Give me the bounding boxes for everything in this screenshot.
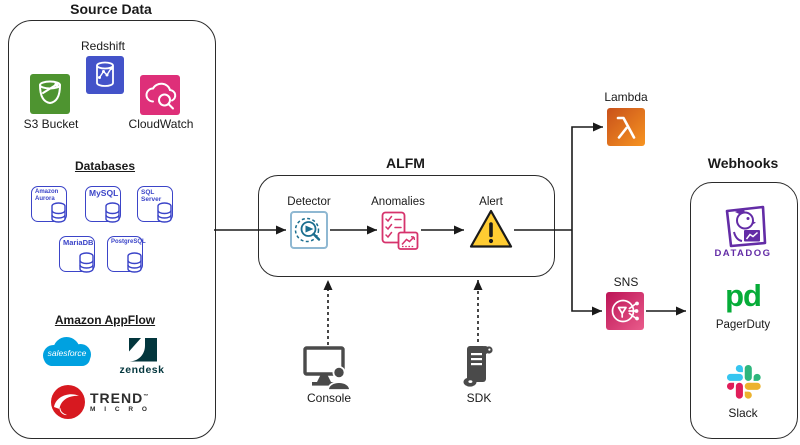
s3-bucket-icon — [30, 74, 70, 114]
sdk-label: SDK — [466, 391, 492, 405]
datadog-logo-icon — [725, 205, 767, 248]
mysql-icon: MySQL — [85, 186, 121, 223]
alert-label: Alert — [479, 196, 503, 208]
sdk-icon — [463, 346, 493, 387]
anomalies-label: Anomalies — [371, 196, 425, 208]
zendesk-label: zendesk — [119, 364, 165, 376]
sql-server-label: SQL Server — [141, 189, 162, 204]
pagerduty-logo-mark: pd — [725, 278, 762, 313]
cloudwatch-icon — [140, 75, 180, 115]
salesforce-label: salesforce — [47, 348, 87, 358]
alfm-box — [258, 175, 555, 277]
detector-icon — [290, 211, 328, 249]
console-icon — [303, 346, 351, 390]
detector-label: Detector — [287, 196, 331, 208]
amazon-aurora-label: Amazon Aurora — [35, 189, 59, 202]
pagerduty-label: PagerDuty — [715, 319, 771, 331]
alfm-title: ALFM — [386, 155, 425, 171]
redshift-icon — [86, 56, 124, 94]
console-label: Console — [306, 391, 352, 405]
trend-micro-logo-icon — [51, 385, 85, 419]
lambda-icon — [607, 108, 645, 146]
mariadb-icon: MariaDB — [59, 236, 95, 273]
trend-micro-wordmark: TREND™ M I C R O — [90, 390, 151, 413]
s3-bucket-label: S3 Bucket — [23, 117, 79, 131]
mariadb-label: MariaDB — [63, 238, 94, 247]
postgresql-icon: PostgreSQL — [107, 236, 146, 273]
lambda-label: Lambda — [604, 90, 648, 104]
mysql-label: MySQL — [89, 188, 119, 198]
slack-label: Slack — [728, 406, 758, 420]
databases-section-title: Databases — [74, 159, 136, 173]
sns-label: SNS — [613, 275, 639, 289]
anomalies-icon — [381, 211, 419, 250]
sql-server-icon: SQL Server — [137, 186, 173, 223]
trademark-symbol: ™ — [143, 393, 150, 400]
sns-icon — [606, 292, 644, 330]
webhooks-title: Webhooks — [707, 155, 779, 171]
redshift-label: Redshift — [80, 39, 126, 53]
cloudwatch-label: CloudWatch — [128, 117, 194, 131]
datadog-label: DATADOG — [714, 248, 772, 259]
salesforce-logo: salesforce — [42, 336, 92, 367]
appflow-section-title: Amazon AppFlow — [54, 313, 156, 327]
alert-icon — [469, 209, 513, 248]
source-data-title: Source Data — [70, 1, 152, 17]
webhooks-box — [690, 182, 798, 439]
zendesk-logo-icon — [129, 338, 157, 362]
amazon-aurora-icon: Amazon Aurora — [31, 186, 67, 223]
slack-logo-icon — [727, 365, 761, 399]
postgresql-label: PostgreSQL — [111, 239, 146, 245]
